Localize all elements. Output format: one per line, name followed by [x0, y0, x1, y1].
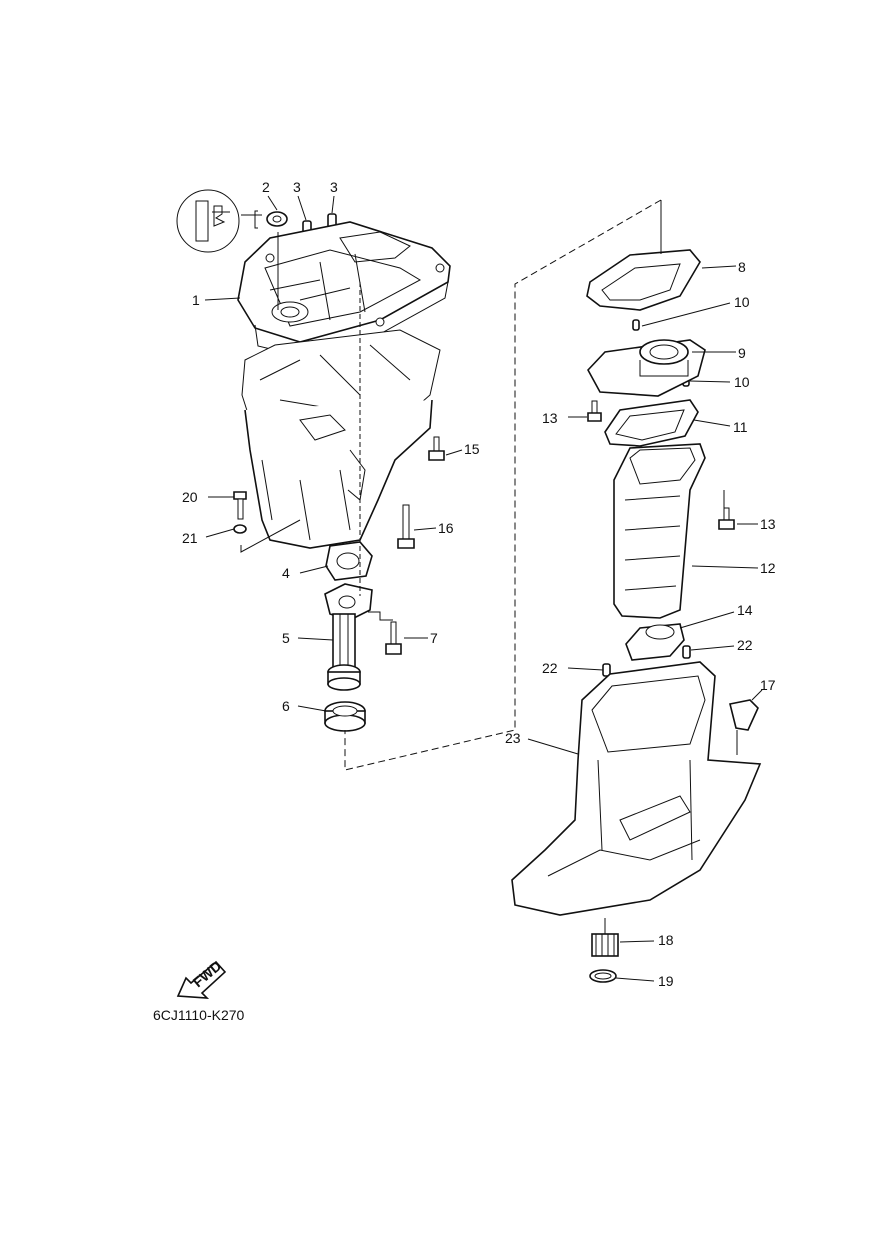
callout-3b: 3	[330, 179, 338, 195]
callout-16: 16	[438, 520, 454, 536]
lower-casing-body	[244, 399, 433, 549]
part-13-bolt-right	[718, 507, 735, 530]
part-22-dowel-pins	[602, 645, 691, 677]
callout-14: 14	[737, 602, 753, 618]
callout-7: 7	[430, 630, 438, 646]
callout-13a: 13	[542, 410, 558, 426]
callout-18: 18	[658, 932, 674, 948]
callout-2: 2	[262, 179, 270, 195]
diagram-code: 6CJ1110-K270	[153, 1007, 245, 1023]
part-7-bolt	[385, 621, 402, 655]
callout-12: 12	[760, 560, 776, 576]
part-5-pipe	[324, 583, 373, 691]
callout-23: 23	[505, 730, 521, 746]
callout-leader-lines	[204, 195, 763, 982]
part-14-seal	[625, 623, 685, 661]
callout-10a: 10	[734, 294, 750, 310]
callout-13b: 13	[760, 516, 776, 532]
part-13-bolt-left	[587, 400, 602, 422]
part-20-bolt	[233, 491, 247, 520]
callout-17: 17	[760, 677, 776, 693]
callout-15: 15	[464, 441, 480, 457]
part-17-cap	[729, 699, 759, 731]
callout-20: 20	[182, 489, 198, 505]
callout-22b: 22	[737, 637, 753, 653]
part-8-gasket	[586, 249, 701, 311]
part-9-exhaust-plate	[587, 339, 706, 397]
part-15-bolt	[428, 436, 445, 461]
callout-22a: 22	[542, 660, 558, 676]
sealant-detail-bubble	[176, 189, 262, 253]
callout-1: 1	[192, 292, 200, 308]
callout-4: 4	[282, 565, 290, 581]
callout-10b: 10	[734, 374, 750, 390]
part-2-washer	[266, 211, 288, 227]
assembly-guide-lines	[240, 199, 738, 934]
callout-8: 8	[738, 259, 746, 275]
part-4-gasket	[325, 541, 373, 581]
part-18-impeller	[591, 933, 619, 957]
callout-labels: 1 2 3 3 4 5 6 7 8 9 10 10 11 12 13 13 14…	[182, 179, 776, 989]
part-23-lower-case	[511, 661, 762, 916]
part-19-snap-ring	[589, 969, 617, 983]
callout-11: 11	[733, 419, 748, 435]
callout-19: 19	[658, 973, 674, 989]
part-6-seal	[324, 701, 366, 732]
part-11-gasket	[604, 399, 699, 447]
part-21-washer	[233, 524, 247, 534]
callout-3a: 3	[293, 179, 301, 195]
callout-6: 6	[282, 698, 290, 714]
part-1-upper-casing	[237, 221, 451, 357]
part-16-long-bolt	[397, 504, 415, 549]
part-12-exhaust-tube	[613, 443, 706, 619]
callout-21: 21	[182, 530, 198, 546]
callout-5: 5	[282, 630, 290, 646]
callout-9: 9	[738, 345, 746, 361]
fwd-arrow-icon	[176, 960, 227, 999]
